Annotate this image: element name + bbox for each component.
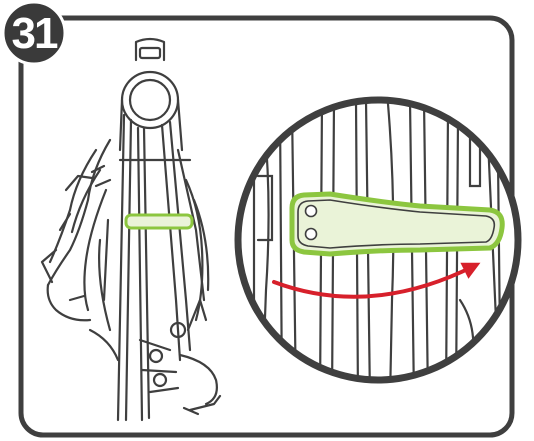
velcro-strap-small <box>126 215 192 228</box>
step-number: 31 <box>0 2 68 66</box>
step-badge: 31 <box>0 0 68 68</box>
